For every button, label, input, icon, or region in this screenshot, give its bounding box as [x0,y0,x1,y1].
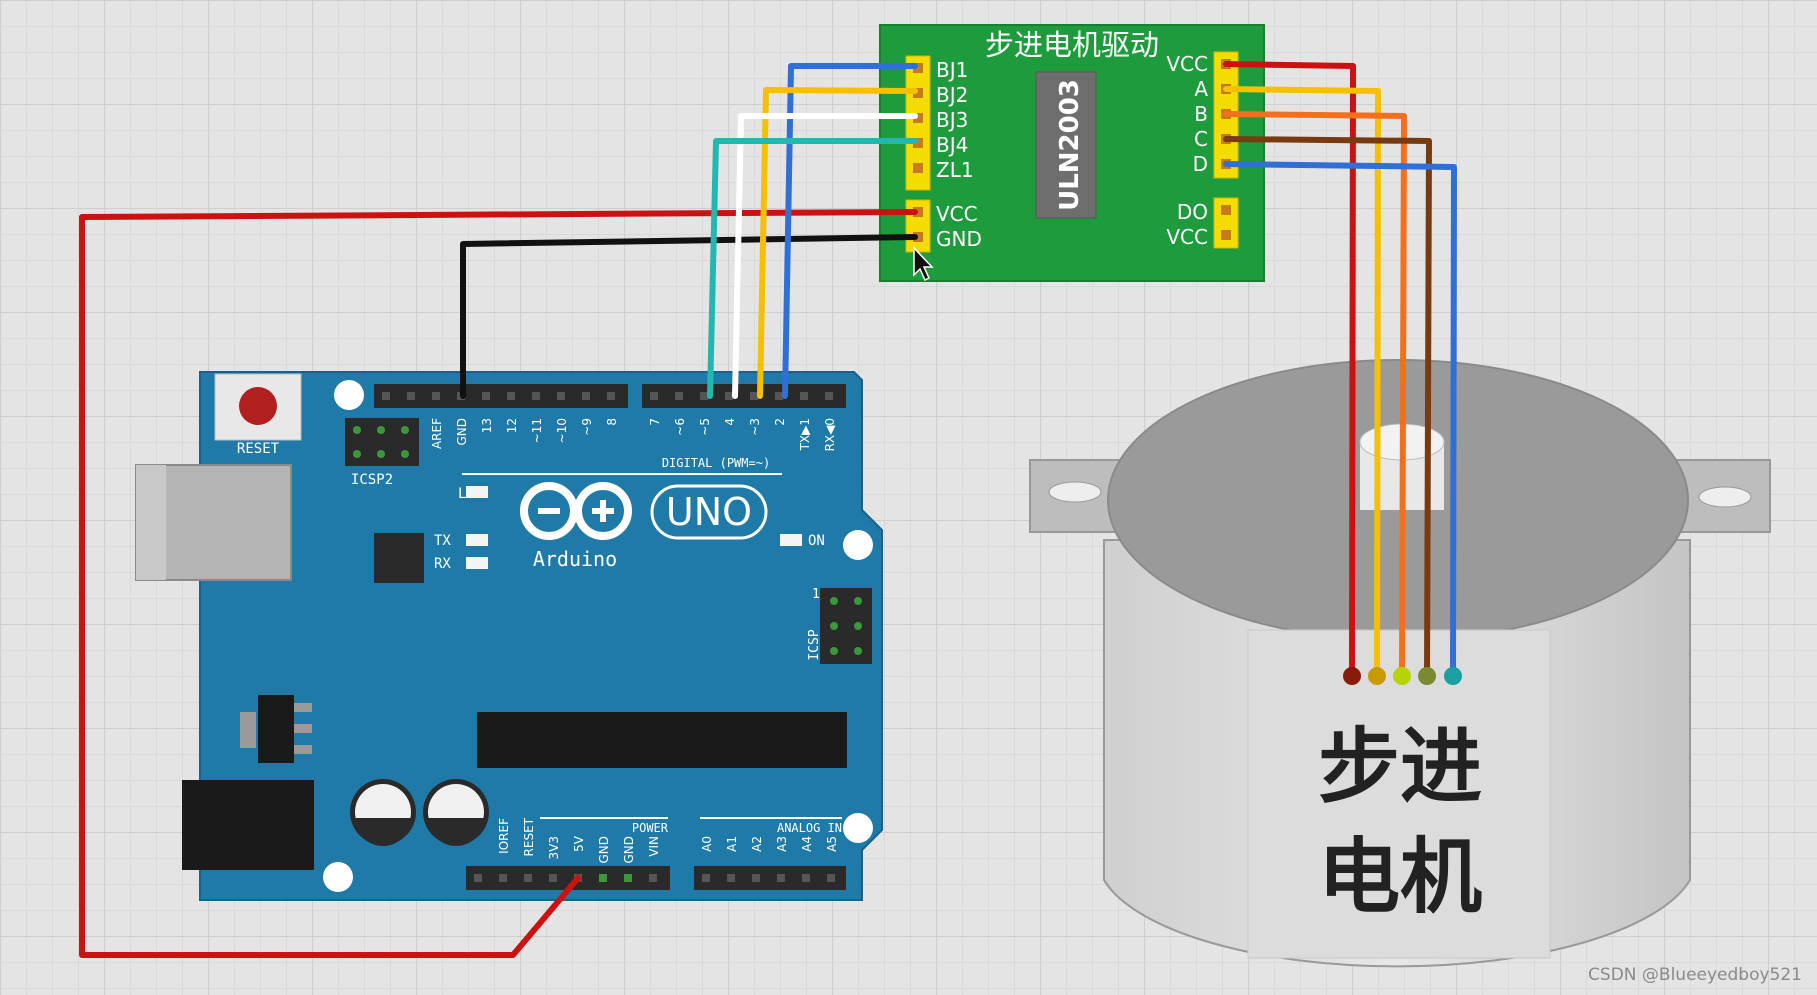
brand-uno: UNO [666,490,752,534]
pin-label-d: D [1193,152,1208,176]
pin-label-c: C [1194,127,1208,151]
wire-vcc [79,209,918,958]
led-l-label: L [458,486,466,502]
led-tx [466,534,488,546]
power-pin-3v3: 3V3 [547,836,561,859]
header-label-12: 12 [505,418,519,433]
header-label-11: ~11 [530,418,544,443]
analog-pin-a0: A0 [700,836,714,852]
pin-label-bj4: BJ4 [936,133,968,157]
analog-header [694,866,846,890]
pin-label-bj2: BJ2 [936,83,968,107]
watermark: CSDN @Blueeyedboy521 [1588,965,1802,985]
led-on [780,534,802,546]
wires [79,61,1457,958]
header-label-gnd: GND [455,418,469,446]
wire-b [1223,111,1407,679]
motor-label-line1: 步进 [1318,720,1482,815]
pin-label-vcc: VCC [936,202,978,226]
wire-bj2 [757,87,918,399]
analog-pin-a3: A3 [775,836,789,852]
wire-bj1 [782,63,918,399]
analog-in-label: ANALOG IN [777,821,842,835]
uln2003-chip [1035,71,1097,219]
uln2003-driver-board: 步进电机驱动 ULN2003 BJ1 BJ2 BJ3 BJ4 ZL1 VCC G… [879,24,1265,282]
pin-label-a: A [1194,77,1208,101]
stepper-motor: 步进 电机 [1029,359,1771,968]
pin-label-gnd: GND [936,227,982,251]
digital-label: DIGITAL (PWM=~) [662,456,770,470]
pin-label-zl1: ZL1 [936,158,974,182]
header-label-3: ~3 [748,418,762,436]
pin-label-motor-vcc: VCC [1166,52,1208,76]
driver-left-header [905,55,931,253]
header-label-13: 13 [480,418,494,433]
arduino-uno-board: RESET ICSP2 AREF GND 13 12 ~11 ~10 ~9 8 … [135,371,883,901]
power-pin-reset: RESET [522,817,536,856]
header-label-aref: AREF [430,418,444,449]
icsp-label: ICSP [807,629,822,660]
chip-label: ULN2003 [1055,79,1085,211]
led-tx-label: TX [434,533,451,549]
header-label-5: ~5 [698,418,712,436]
power-label: POWER [632,821,669,835]
analog-pin-a1: A1 [725,836,739,852]
analog-pin-a5: A5 [825,836,839,852]
header-label-10: ~10 [555,418,569,443]
header-label-6: ~6 [673,418,687,436]
driver-right-header [1213,51,1239,249]
led-rx [466,557,488,569]
pin-label-do: DO [1177,200,1208,224]
power-jack [182,780,314,870]
driver-title: 步进电机驱动 [985,28,1159,62]
header-label-4: 4 [723,418,737,426]
digital-header-right [642,384,846,408]
wire-motor-vcc [1223,61,1356,679]
power-pin-ioref: IOREF [497,818,511,854]
pin-label-bj3: BJ3 [936,108,968,132]
header-label-2: 2 [773,418,787,426]
capacitor [350,779,416,846]
mouse-cursor-icon [913,246,934,282]
pin-label-vcc2: VCC [1166,225,1208,249]
led-l [466,486,488,498]
pin-label-b: B [1194,102,1208,126]
arduino-logo [520,482,632,540]
header-label-rx0: RX◀0 [823,418,837,451]
analog-pin-a4: A4 [800,836,814,852]
icsp-pin1-label: 1 [812,587,820,602]
pin-label-bj1: BJ1 [936,58,968,82]
motor-label-panel [1247,629,1551,959]
analog-pin-a2: A2 [750,836,764,852]
atmega328-chip [477,712,847,768]
header-label-9: ~9 [580,418,594,436]
capacitor [423,779,489,846]
wire-bj4 [707,138,918,399]
header-label-tx1: TX▶1 [798,418,812,451]
icsp2-label: ICSP2 [351,472,393,488]
wire-c [1223,136,1432,679]
reset-label: RESET [237,441,280,457]
motor-label-line2: 电机 [1318,830,1482,925]
power-pin-gnd: GND [597,836,611,864]
reset-button [239,387,277,425]
wire-bj3 [732,113,918,399]
wire-a [1223,86,1381,679]
led-rx-label: RX [434,556,451,572]
header-label-7: 7 [648,418,662,426]
power-pin-gnd2: GND [622,836,636,864]
atmega-small-chip [374,533,424,583]
led-on-label: ON [808,533,825,549]
wire-joints [1343,667,1462,685]
power-pin-5v: 5V [572,835,586,852]
header-label-8: 8 [605,418,619,426]
power-pin-vin: VIN [647,836,661,857]
brand-arduino: Arduino [533,547,617,571]
wire-d [1223,161,1457,679]
